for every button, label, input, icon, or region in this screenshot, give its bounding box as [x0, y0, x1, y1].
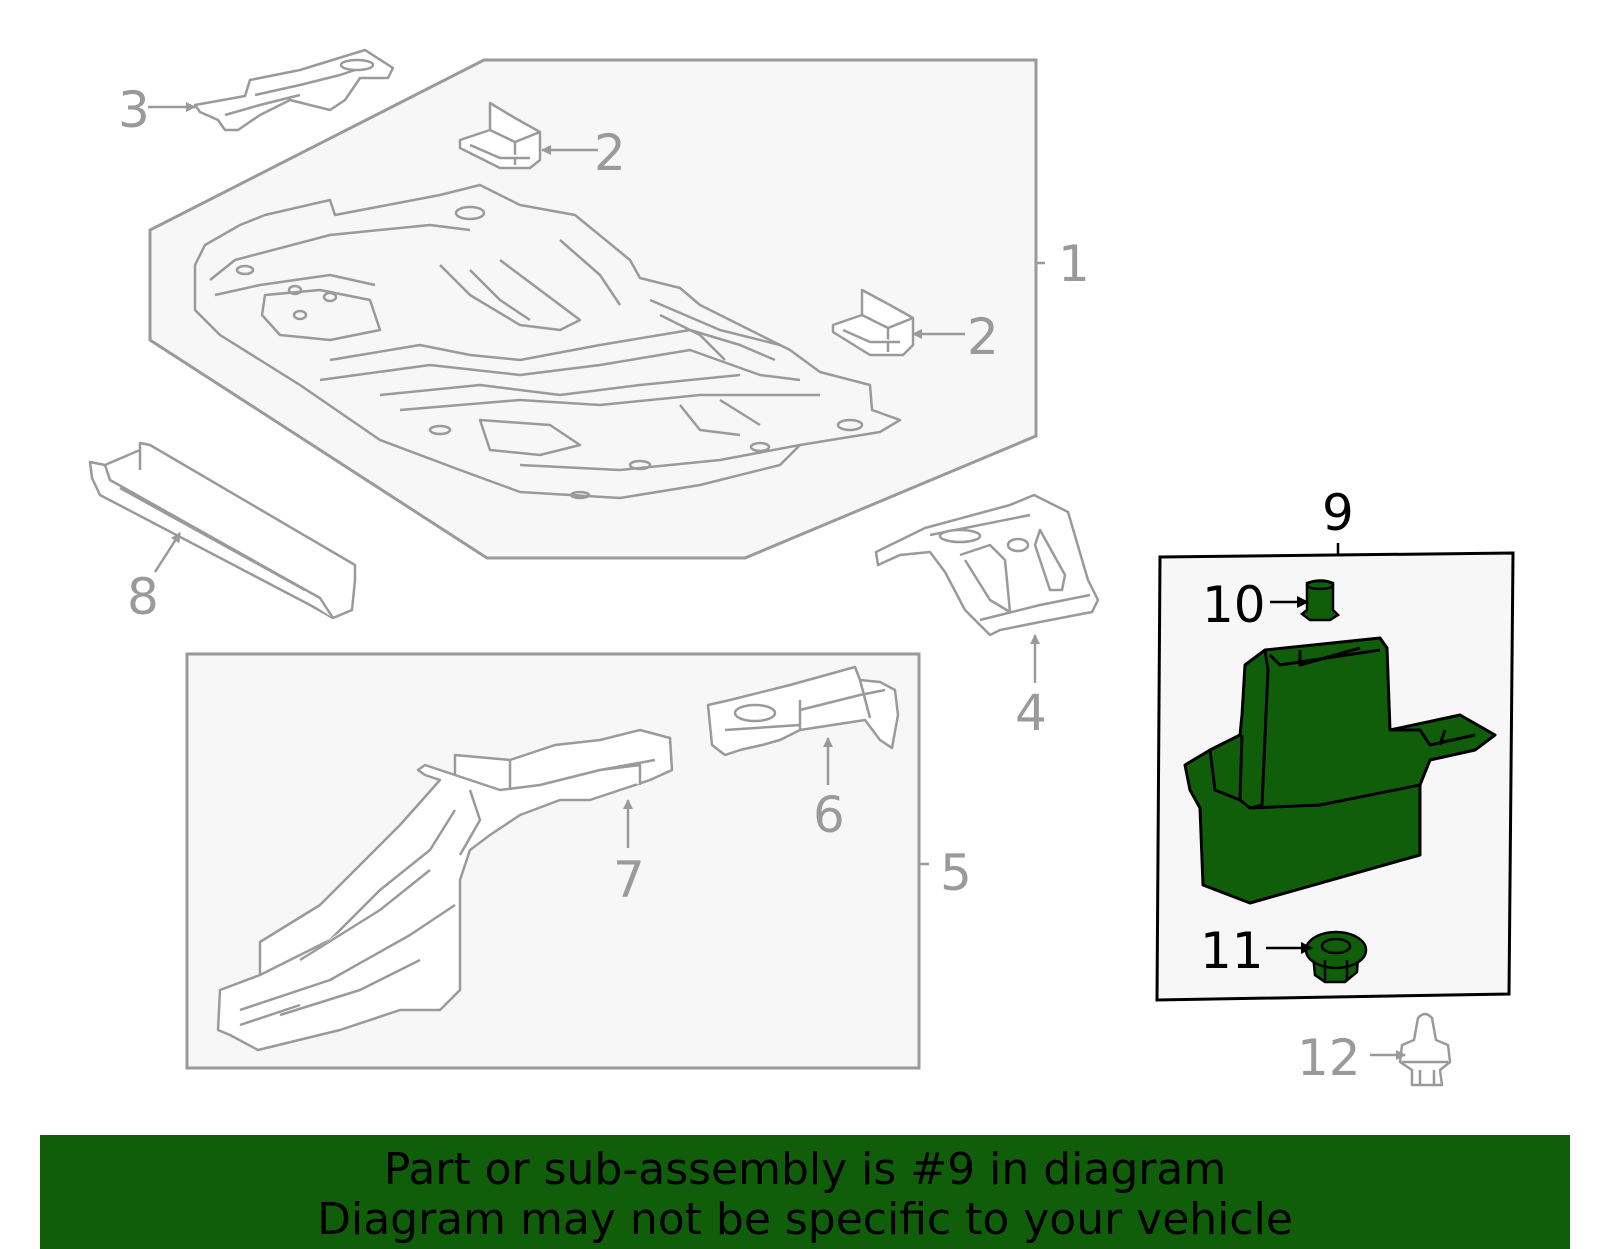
callout-7: 7	[613, 851, 645, 909]
info-banner: Part or sub-assembly is #9 in diagram Di…	[40, 1135, 1570, 1249]
floor-pan-part	[193, 183, 902, 500]
callout-9: 9	[1322, 484, 1354, 542]
bracket-part-3	[193, 48, 395, 132]
callout-3: 3	[118, 81, 150, 139]
clip-part-10	[1299, 579, 1340, 622]
callout-5: 5	[940, 844, 972, 902]
rail-part-7	[216, 728, 674, 1052]
bolt-part-12	[1398, 1012, 1452, 1087]
callout-labels: 1 2 2 3 4 5 6 7 8 9 10 11 12	[118, 81, 1361, 1087]
highlighted-part-9	[1183, 636, 1497, 905]
callout-8: 8	[127, 568, 159, 626]
callout-1: 1	[1058, 235, 1090, 293]
callout-11: 11	[1200, 922, 1264, 980]
callout-4: 4	[1015, 684, 1047, 742]
bracket-part-2-upper	[458, 101, 542, 170]
leader-lines	[148, 102, 1406, 1060]
banner-line-2: Diagram may not be specific to your vehi…	[317, 1194, 1293, 1245]
callout-10: 10	[1202, 576, 1266, 634]
bracket-part-6	[706, 665, 900, 757]
panel-part-4	[874, 493, 1100, 637]
sill-part-8	[88, 441, 357, 620]
callout-12: 12	[1297, 1029, 1361, 1087]
banner-line-1: Part or sub-assembly is #9 in diagram	[383, 1144, 1227, 1195]
callout-2-upper: 2	[594, 124, 626, 182]
callout-2-right: 2	[967, 308, 999, 366]
callout-6: 6	[813, 786, 845, 844]
